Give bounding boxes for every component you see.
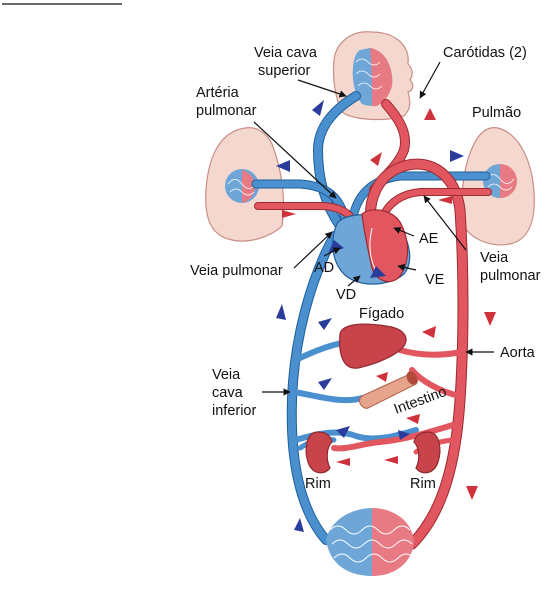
arterial-arrow bbox=[438, 196, 452, 204]
label-veia-cava-inferior-1: Veia bbox=[212, 367, 241, 383]
label-veia-cava-inferior-3: inferior bbox=[212, 403, 256, 419]
arterial-arrow bbox=[466, 486, 478, 500]
right-lung bbox=[462, 128, 534, 245]
label-pulmao: Pulmão bbox=[472, 105, 521, 121]
arterial-arrow bbox=[336, 458, 350, 466]
venous-arrow bbox=[450, 150, 464, 162]
arterial-arrow bbox=[484, 312, 496, 326]
venous-arrow bbox=[276, 304, 286, 320]
arterial-arrow bbox=[376, 372, 388, 382]
label-ad: AD bbox=[314, 260, 334, 276]
venous-arrow bbox=[318, 378, 332, 390]
label-veia-cava-superior-1: Veia cava bbox=[254, 45, 318, 61]
label-arteria-pulmonar-1: Artéria bbox=[196, 85, 240, 101]
label-veia-pulmonar-right-1: Veia bbox=[480, 250, 509, 266]
label-ae: AE bbox=[419, 231, 439, 247]
capillary-bed bbox=[326, 508, 414, 576]
venous-arrow bbox=[318, 318, 332, 330]
arterial-arrow bbox=[406, 414, 420, 424]
arterial-arrow bbox=[282, 210, 296, 218]
arterial-arrow bbox=[384, 456, 398, 464]
label-veia-pulmonar-right-2: pulmonar bbox=[480, 268, 541, 284]
label-ve: VE bbox=[425, 272, 445, 288]
arterial-arrow bbox=[370, 152, 382, 166]
label-rim-right: Rim bbox=[410, 476, 436, 492]
label-vd: VD bbox=[336, 287, 356, 303]
label-figado: Fígado bbox=[359, 306, 404, 322]
left-kidney bbox=[306, 432, 332, 473]
arterial-arrow bbox=[424, 108, 436, 120]
label-veia-cava-superior-2: superior bbox=[258, 63, 311, 79]
label-carotidas: Carótidas (2) bbox=[443, 45, 527, 61]
label-arteria-pulmonar-2: pulmonar bbox=[196, 103, 257, 119]
arterial-arrow bbox=[422, 326, 436, 338]
label-veia-cava-inferior-2: cava bbox=[212, 385, 244, 401]
heart bbox=[333, 210, 410, 284]
liver bbox=[340, 324, 406, 368]
label-aorta: Aorta bbox=[500, 345, 536, 361]
venous-arrow bbox=[312, 100, 324, 116]
venous-arrow bbox=[294, 518, 304, 532]
label-rim-left: Rim bbox=[305, 476, 331, 492]
label-veia-pulmonar-left: Veia pulmonar bbox=[190, 263, 283, 279]
